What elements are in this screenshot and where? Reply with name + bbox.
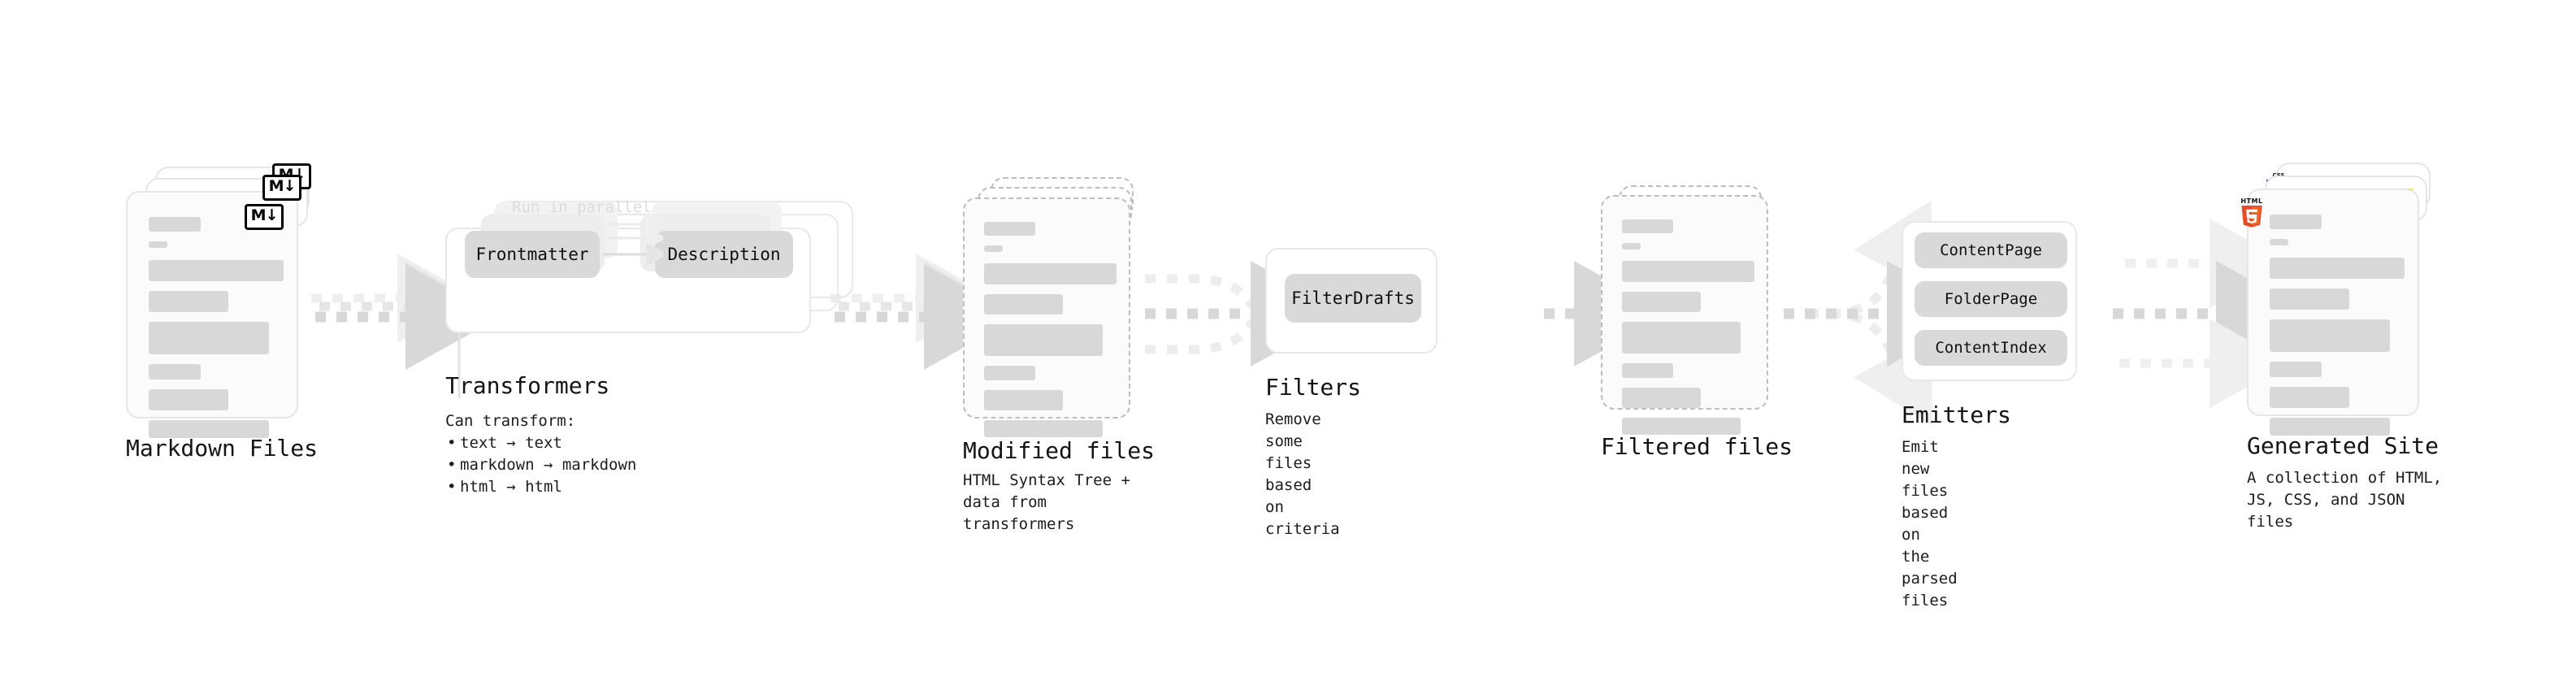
content-bar <box>2270 258 2405 279</box>
site-sheet-front: HTML <box>2240 189 2419 436</box>
content-bar <box>2270 215 2322 229</box>
run-in-parallel-label: Run in parallel <box>512 198 652 216</box>
connector-transformers-to-modified <box>830 254 1019 370</box>
generated-site-card-content <box>2249 190 2418 436</box>
content-bar <box>984 420 1103 437</box>
generated-site-stack: CSS HTML <box>2240 163 2450 436</box>
content-bar <box>2270 362 2322 377</box>
filter-pill-filterdrafts[interactable]: FilterDrafts <box>1285 274 1421 323</box>
content-bar <box>984 245 1003 252</box>
markdown-card-content <box>128 193 297 438</box>
filtered-sheet-front <box>1601 195 1768 435</box>
stage-subtitle-modified-files: HTML Syntax Tree + data from transformer… <box>963 471 1130 533</box>
content-bar <box>1622 322 1741 354</box>
connector-modified-to-filters <box>1145 261 1346 367</box>
content-bar <box>149 260 284 281</box>
transformer-inner-arrows <box>603 212 663 267</box>
stage-filtered-files: Filtered files <box>1601 185 1793 460</box>
transformer-pill-label: Description <box>667 245 781 264</box>
content-bar <box>2270 387 2349 408</box>
list-item: text → text <box>445 432 636 454</box>
html5-icon: HTML <box>2237 197 2266 232</box>
stage-modified-files: Modified files HTML Syntax Tree + data f… <box>963 177 1155 533</box>
content-bar <box>1622 261 1754 282</box>
modified-card-content <box>965 199 1129 437</box>
emitter-pill-label: FolderPage <box>1944 290 2038 308</box>
emitter-pill-label: ContentIndex <box>1935 339 2047 357</box>
content-bar <box>1622 363 1673 378</box>
transformer-pill-label: Frontmatter <box>475 245 589 264</box>
transformers-sub-head: Can transform: <box>445 412 576 430</box>
connector-emitters-to-site <box>2113 219 2311 408</box>
content-bar <box>984 324 1103 356</box>
emitter-pill-contentpage[interactable]: ContentPage <box>1915 232 2067 268</box>
stage-generated-site: CSS HTML <box>2240 163 2450 531</box>
transformers-group-front: Frontmatter Description <box>445 202 811 333</box>
content-bar <box>2270 239 2288 245</box>
stage-subtitle-filters: Remove some files based on criteria <box>1265 410 1340 538</box>
filters-group: FilterDrafts <box>1265 248 1438 354</box>
content-bar <box>984 263 1117 284</box>
markdown-file-stack: M↓ M↓ M↓ <box>126 163 321 438</box>
content-bar <box>1622 219 1673 233</box>
content-bar <box>149 420 269 438</box>
list-item: html → html <box>445 476 636 498</box>
emitter-pill-contentindex[interactable]: ContentIndex <box>1915 330 2067 366</box>
content-bar <box>149 241 167 248</box>
content-bar <box>149 364 201 380</box>
stage-title-generated-site: Generated Site <box>2247 432 2439 459</box>
stage-title-emitters: Emitters <box>1902 401 2011 428</box>
content-bar <box>2270 418 2390 436</box>
list-item: markdown → markdown <box>445 454 636 476</box>
content-bar <box>2270 319 2390 352</box>
markdown-icon: M↓ <box>245 204 284 230</box>
transformer-pill-frontmatter[interactable]: Frontmatter <box>465 231 600 278</box>
markdown-sheet-front: M↓ <box>126 191 298 438</box>
content-bar <box>149 291 228 312</box>
stage-title-filters: Filters <box>1265 374 1362 401</box>
markdown-icon-mid: M↓ <box>262 175 301 201</box>
content-bar <box>1622 292 1701 312</box>
connector-markdown-to-transformers <box>311 254 501 370</box>
emitter-pill-label: ContentPage <box>1940 241 2042 259</box>
html5-icon-word: HTML <box>2240 197 2263 205</box>
stage-title-transformers: Transformers <box>445 372 610 399</box>
content-bar <box>1622 418 1741 435</box>
stage-title-markdown-files: Markdown Files <box>126 435 319 462</box>
content-bar <box>1622 243 1641 249</box>
stage-title-filtered-files: Filtered files <box>1601 433 1793 460</box>
transformer-pill-description[interactable]: Description <box>655 231 793 278</box>
transformers-bullet-list: text → text markdown → markdown html → h… <box>445 432 636 498</box>
emitter-pill-folderpage[interactable]: FolderPage <box>1915 281 2067 317</box>
stage-markdown-files: M↓ M↓ M↓ Markdown Files <box>126 163 321 462</box>
content-bar <box>984 390 1063 410</box>
content-bar <box>1622 388 1701 408</box>
content-bar <box>149 217 201 232</box>
stage-subtitle-emitters: Emit new files based on the parsed files <box>1902 438 1958 609</box>
content-bar <box>984 366 1035 380</box>
connector-filtered-to-emitters <box>1784 200 1982 426</box>
modified-file-stack <box>963 177 1150 437</box>
modified-sheet-front <box>963 197 1130 437</box>
stage-title-modified-files: Modified files <box>963 437 1156 464</box>
stage-subtitle-generated-site: A collection of HTML, JS, CSS, and JSON … <box>2247 469 2443 531</box>
transformers-description: Can transform: text → text markdown → ma… <box>445 410 636 498</box>
content-bar <box>2270 288 2349 310</box>
emitters-group: ContentPage FolderPage ContentIndex <box>1902 221 2077 381</box>
content-bar <box>149 322 269 354</box>
content-bar <box>149 389 228 410</box>
filtered-file-stack <box>1601 185 1788 435</box>
filtered-card-content <box>1602 197 1767 435</box>
content-bar <box>984 222 1035 236</box>
content-bar <box>984 294 1063 314</box>
filter-pill-label: FilterDrafts <box>1291 288 1415 308</box>
